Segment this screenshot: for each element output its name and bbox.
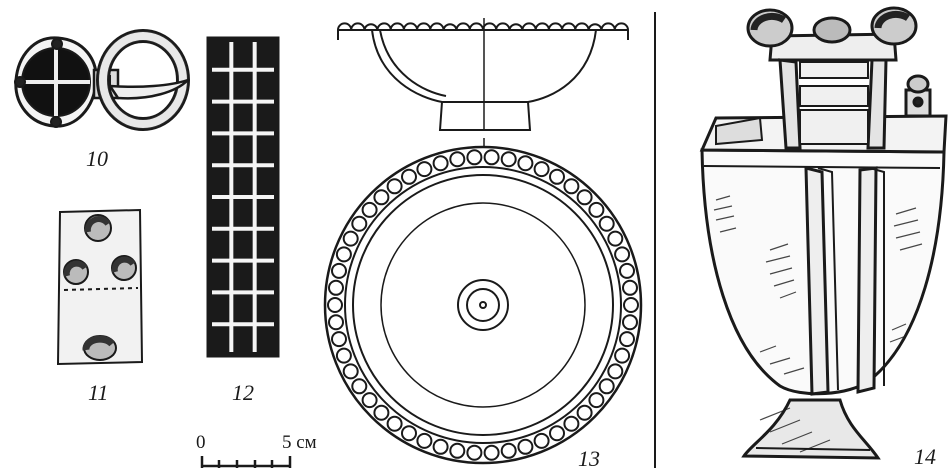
scale-label-zero: 0 (196, 432, 206, 453)
rim-bead (416, 432, 433, 449)
rim-bead (328, 314, 344, 331)
figure-number-14: 14 (914, 444, 936, 469)
rim-bead (588, 201, 605, 218)
rim-bead (563, 415, 580, 432)
scale-bar (200, 456, 292, 468)
rim-bead (373, 404, 390, 421)
rim-bead (517, 155, 534, 172)
rim-bead (483, 444, 500, 461)
rim-bead (623, 297, 639, 313)
rim-bead (361, 392, 378, 409)
figure-number-13: 13 (578, 446, 600, 471)
rim-bead (351, 215, 368, 232)
rim-bead (432, 155, 449, 172)
rim-bead (533, 161, 550, 178)
rim-bead (342, 363, 359, 380)
rim-bead (517, 438, 534, 455)
rim-bead (386, 178, 403, 195)
rim-bead (622, 279, 638, 296)
rim-bead (500, 442, 517, 459)
rim-bead (549, 168, 565, 185)
rim-bead (331, 331, 347, 348)
rim-bead (373, 189, 390, 206)
rim-bead (335, 347, 352, 364)
rim-bead (466, 444, 483, 461)
rim-bead (351, 378, 368, 395)
rim-bead (432, 438, 449, 455)
rim-bead (598, 215, 615, 232)
rim-bead (500, 151, 517, 168)
bowl-profile-drawing (337, 18, 629, 148)
rim-bead (401, 425, 417, 442)
rim-bead (483, 149, 500, 166)
rim-bead (614, 347, 631, 364)
rim-bead (563, 178, 580, 195)
rim-bead (386, 415, 403, 432)
rim-bead (607, 230, 624, 247)
rim-bead (342, 230, 359, 247)
rim-bead (619, 262, 635, 279)
figure-number-10: 10 (86, 146, 108, 171)
rim-bead (449, 151, 466, 168)
studded-plate-drawing (56, 208, 144, 366)
rim-bead (449, 442, 466, 459)
rim-bead (614, 246, 631, 263)
bowl-plan-drawing (323, 145, 643, 465)
scale-label-end: 5 см (282, 432, 317, 453)
vessel-drawing (699, 6, 948, 460)
figure-number-11: 11 (88, 380, 109, 405)
rim-bead (361, 201, 378, 218)
rim-bead (327, 297, 343, 313)
rim-bead (328, 279, 344, 296)
buckle-drawing (14, 29, 190, 131)
grid-strap-drawing (206, 36, 280, 358)
rim-bead (331, 262, 347, 279)
rim-bead (598, 378, 615, 395)
rim-bead (619, 331, 635, 348)
rim-bead (335, 246, 352, 263)
rim-bead (416, 161, 433, 178)
rim-bead (576, 189, 593, 206)
figure-number-12: 12 (232, 380, 254, 405)
rim-bead (607, 363, 624, 380)
rim-bead (533, 432, 550, 449)
rim-bead (549, 425, 565, 442)
rim-bead (401, 168, 417, 185)
rim-bead (466, 149, 483, 166)
rim-bead (576, 404, 593, 421)
rim-bead (588, 392, 605, 409)
rim-bead (622, 314, 638, 331)
